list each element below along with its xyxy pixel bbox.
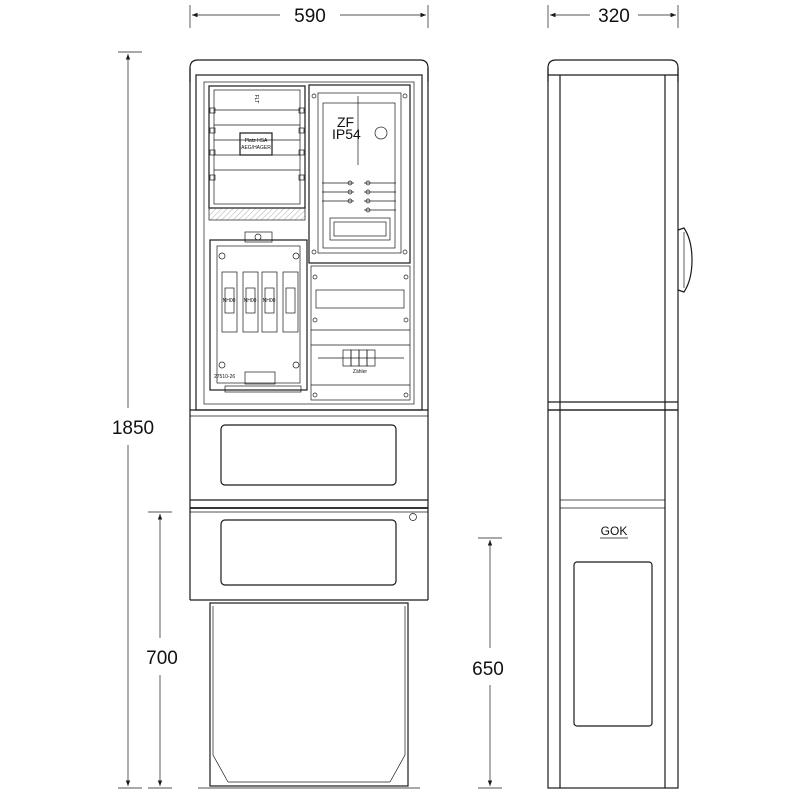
terminal-block [318, 349, 404, 367]
nh-fuse-module [209, 239, 308, 391]
meter-terminals [322, 180, 396, 213]
front-window-lower [220, 519, 397, 586]
door-handle-icon [677, 227, 693, 293]
fuse-holders [221, 271, 299, 333]
dim-label-590: 590 [294, 6, 326, 27]
zaehler-label: Zähler [353, 369, 368, 375]
terminal-panel [310, 265, 411, 401]
side-lower-section [547, 409, 679, 789]
dimension-side-width: 320 [547, 5, 679, 28]
front-view: FLT Platz HSA AEG/HAGER ZF IP54 [189, 59, 429, 789]
dim-label-320: 320 [598, 6, 630, 27]
lock-icon [409, 513, 417, 521]
dimension-side-lower: 650 [472, 537, 504, 789]
dimension-front-width: 590 [189, 5, 429, 28]
part-number-label: 27510-26 [214, 374, 235, 380]
zf-meter-module [308, 84, 411, 264]
gok-label: GOK [601, 524, 628, 538]
front-window-upper [220, 424, 397, 486]
meter-screw-icon [374, 126, 388, 140]
nh-label-1: NH00 [223, 298, 236, 304]
platz-label-2: AEG/HAGER [241, 145, 271, 151]
side-window [573, 561, 653, 727]
nh-label-3: NH00 [263, 298, 276, 304]
dimension-front-lower: 700 [146, 511, 178, 789]
dim-label-700: 700 [146, 648, 178, 669]
dimension-total-height: 1850 [112, 51, 154, 789]
ip-label: IP54 [332, 126, 361, 142]
dim-label-1850: 1850 [112, 418, 154, 439]
panel-corner-dots [312, 274, 409, 398]
zf-label: ZF [337, 114, 354, 130]
fuse-corner-screws [218, 252, 300, 369]
foundation-base [209, 602, 409, 787]
nh-label-2: NH00 [244, 298, 257, 304]
flt-label: FLT [253, 95, 259, 104]
platz-label-1: Platz HSA [245, 138, 268, 144]
side-clips [209, 107, 305, 181]
dim-label-650: 650 [472, 659, 504, 680]
side-view: GOK [547, 59, 693, 789]
